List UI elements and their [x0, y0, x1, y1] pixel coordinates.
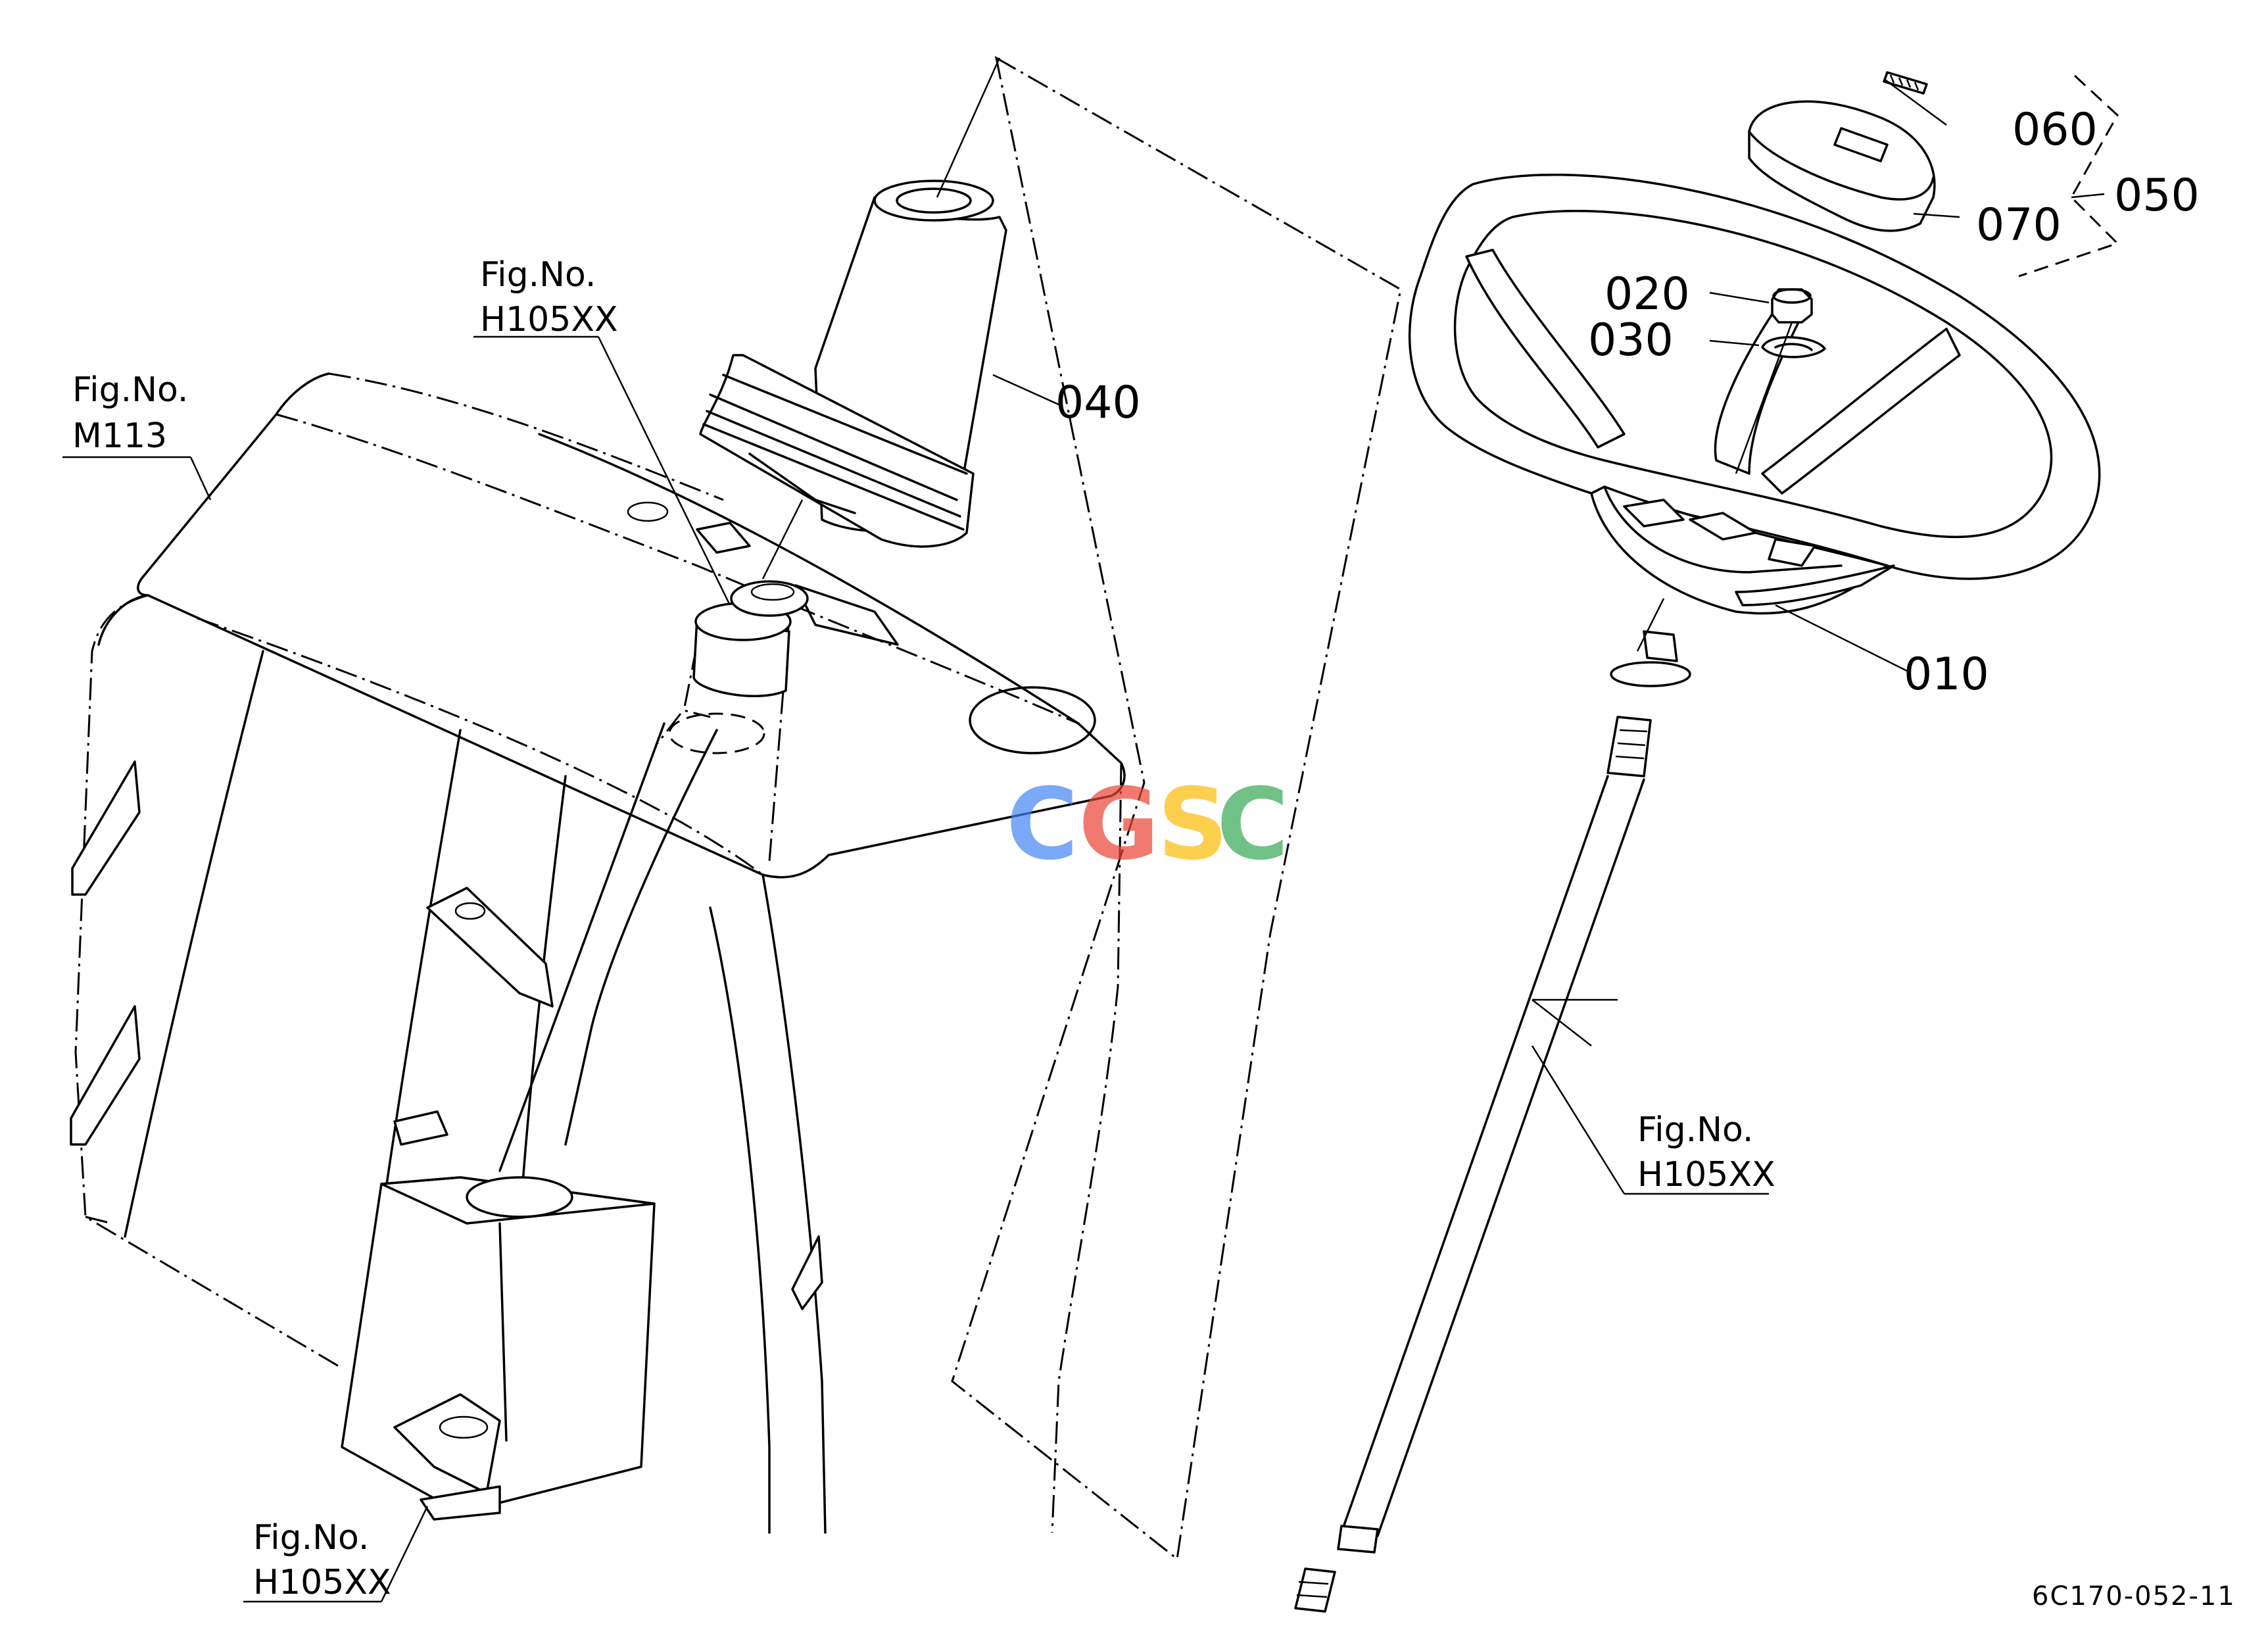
- callout-060: 060: [2012, 104, 2098, 156]
- watermark-letter-2: G: [1078, 768, 1159, 882]
- nut: [1771, 288, 1813, 324]
- ref-h105-top-fig: Fig.No.: [480, 255, 596, 295]
- group-bracket: [2018, 74, 2119, 278]
- steering-shaft: [1294, 630, 1691, 1613]
- watermark-letter-3: S: [1157, 768, 1228, 882]
- panel-plate: [951, 56, 1402, 1561]
- ref-m113-num: M113: [72, 416, 167, 456]
- boot-cover: [699, 180, 1007, 548]
- watermark-logo: C G S C: [1006, 768, 1289, 882]
- callout-040: 040: [1055, 377, 1141, 429]
- ref-h105-shaft-num: H105XX: [1637, 1155, 1775, 1194]
- watermark-letter-1: C: [1006, 768, 1078, 882]
- callout-020: 020: [1604, 268, 1690, 320]
- ref-m113-fig: Fig.No.: [72, 370, 188, 410]
- ref-h105-shaft-fig: Fig.No.: [1637, 1110, 1753, 1150]
- leader-lines: [62, 57, 2105, 1603]
- callout-070: 070: [1976, 199, 2062, 251]
- callout-010: 010: [1904, 649, 1989, 701]
- ref-h105-top-num: H105XX: [480, 300, 618, 339]
- callout-030: 030: [1588, 314, 1674, 366]
- ref-h105-bottom-fig: Fig.No.: [253, 1518, 369, 1558]
- emblem: [1883, 71, 1928, 95]
- ref-h105-bottom-num: H105XX: [253, 1563, 391, 1602]
- steering-wheel: [1408, 173, 2101, 615]
- callout-050: 050: [2114, 170, 2200, 222]
- watermark-letter-4: C: [1217, 768, 1289, 882]
- horn-cap: [1748, 100, 1936, 232]
- drawing-code: 6C170-052-11: [2032, 1581, 2236, 1611]
- dashboard-housing: [70, 372, 1126, 1534]
- steering-column: [341, 580, 809, 1521]
